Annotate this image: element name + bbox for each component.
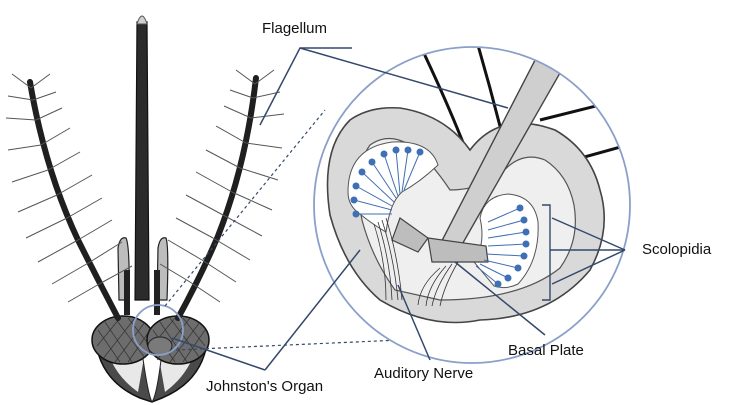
label-scolopidia: Scolopidia (642, 241, 711, 258)
proboscis (135, 16, 149, 300)
callout (300, 35, 645, 380)
label-basal-plate: Basal Plate (508, 342, 584, 359)
label-flagellum: Flagellum (262, 20, 327, 37)
label-auditory-nerve: Auditory Nerve (374, 365, 473, 382)
right-antenna (160, 70, 284, 318)
mosquito-head (92, 316, 209, 402)
label-johnstons-organ: Johnston's Organ (206, 378, 323, 395)
left-antenna (6, 74, 132, 318)
